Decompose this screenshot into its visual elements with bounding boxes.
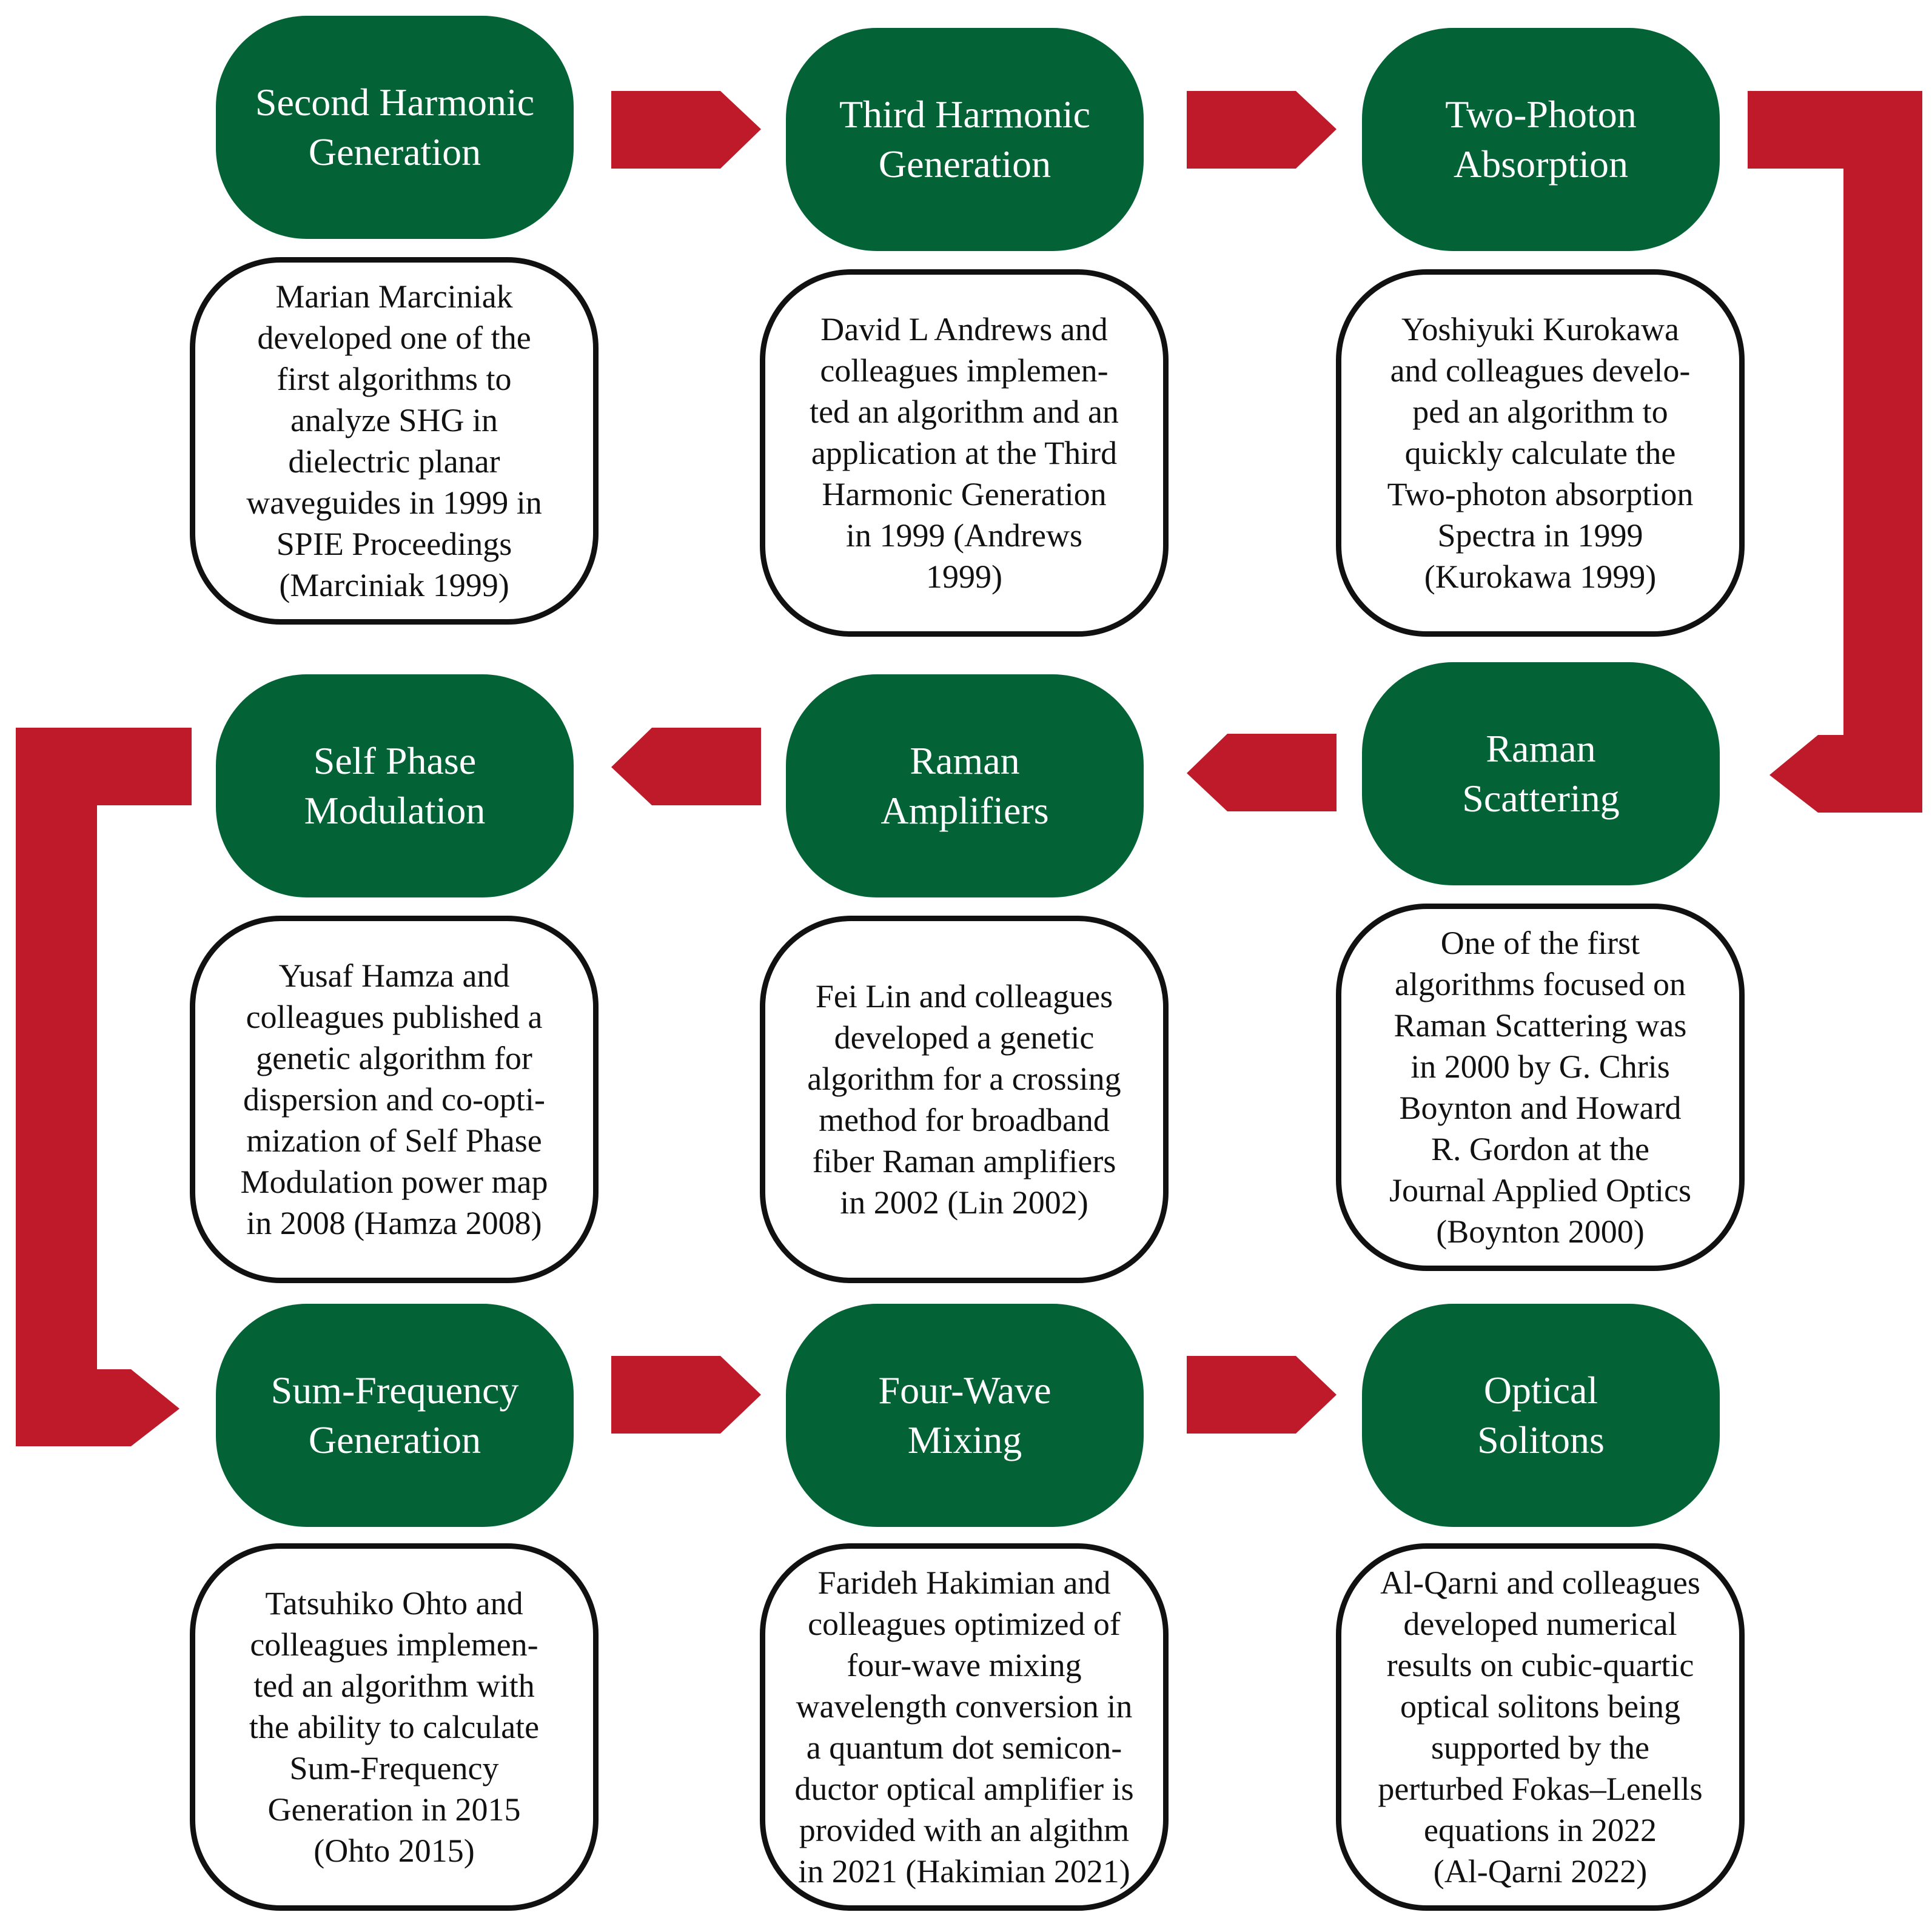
node-title: Sum-Frequency Generation	[270, 1369, 519, 1461]
arrow-tpa-to-raman-scattering	[1748, 91, 1922, 813]
desc-text: Farideh Hakimian and colleagues optimize…	[794, 1565, 1134, 1890]
node-title: Optical Solitons	[1477, 1369, 1605, 1461]
desc-self-phase-modulation: Yusaf Hamza and colleagues published a g…	[190, 916, 599, 1283]
desc-text: One of the first algorithms focused on R…	[1389, 925, 1691, 1250]
node-title: Four-Wave Mixing	[878, 1369, 1052, 1461]
node-raman-amplifiers: Raman Amplifiers	[786, 674, 1144, 897]
node-title: Self Phase Modulation	[304, 739, 486, 832]
arrow-fwm-to-solitons	[1187, 1356, 1337, 1434]
desc-text: David L Andrews and colleagues implemen-…	[810, 311, 1119, 595]
node-second-harmonic-generation: Second Harmonic Generation	[216, 16, 574, 239]
arrow-thg-to-tpa	[1187, 91, 1337, 169]
desc-text: Tatsuhiko Ohto and colleagues implemen- …	[249, 1585, 540, 1869]
node-third-harmonic-generation: Third Harmonic Generation	[786, 28, 1144, 251]
desc-third-harmonic-generation: David L Andrews and colleagues implemen-…	[760, 269, 1169, 637]
arrow-raman-scattering-to-raman-amplifiers	[1187, 734, 1337, 811]
node-title: Two-Photon Absorption	[1445, 93, 1637, 186]
desc-text: Marian Marciniak developed one of the fi…	[246, 278, 542, 603]
desc-raman-amplifiers: Fei Lin and colleagues developed a genet…	[760, 916, 1169, 1283]
node-sum-frequency-generation: Sum-Frequency Generation	[216, 1304, 574, 1527]
node-four-wave-mixing: Four-Wave Mixing	[786, 1304, 1144, 1527]
desc-text: Al-Qarni and colleagues developed numeri…	[1378, 1565, 1703, 1890]
desc-optical-solitons: Al-Qarni and colleagues developed numeri…	[1336, 1543, 1745, 1911]
arrow-shg-to-thg	[611, 91, 761, 169]
node-title: Raman Scattering	[1462, 727, 1620, 820]
node-title: Raman Amplifiers	[880, 739, 1049, 832]
desc-two-photon-absorption: Yoshiyuki Kurokawa and colleagues develo…	[1336, 269, 1745, 637]
desc-four-wave-mixing: Farideh Hakimian and colleagues optimize…	[760, 1543, 1169, 1911]
desc-text: Yoshiyuki Kurokawa and colleagues develo…	[1387, 311, 1694, 595]
arrow-raman-amplifiers-to-spm	[611, 728, 761, 805]
desc-raman-scattering: One of the first algorithms focused on R…	[1336, 904, 1745, 1271]
arrow-spm-to-sfg	[16, 728, 192, 1446]
desc-text: Fei Lin and colleagues developed a genet…	[807, 978, 1121, 1221]
node-title: Third Harmonic Generation	[839, 93, 1091, 186]
desc-sum-frequency-generation: Tatsuhiko Ohto and colleagues implemen- …	[190, 1543, 599, 1911]
node-raman-scattering: Raman Scattering	[1362, 662, 1720, 885]
node-self-phase-modulation: Self Phase Modulation	[216, 674, 574, 897]
node-two-photon-absorption: Two-Photon Absorption	[1362, 28, 1720, 251]
desc-second-harmonic-generation: Marian Marciniak developed one of the fi…	[190, 257, 599, 625]
arrow-sfg-to-fwm	[611, 1356, 761, 1434]
desc-text: Yusaf Hamza and colleagues published a g…	[240, 958, 548, 1241]
node-optical-solitons: Optical Solitons	[1362, 1304, 1720, 1527]
node-title: Second Harmonic Generation	[255, 81, 535, 173]
